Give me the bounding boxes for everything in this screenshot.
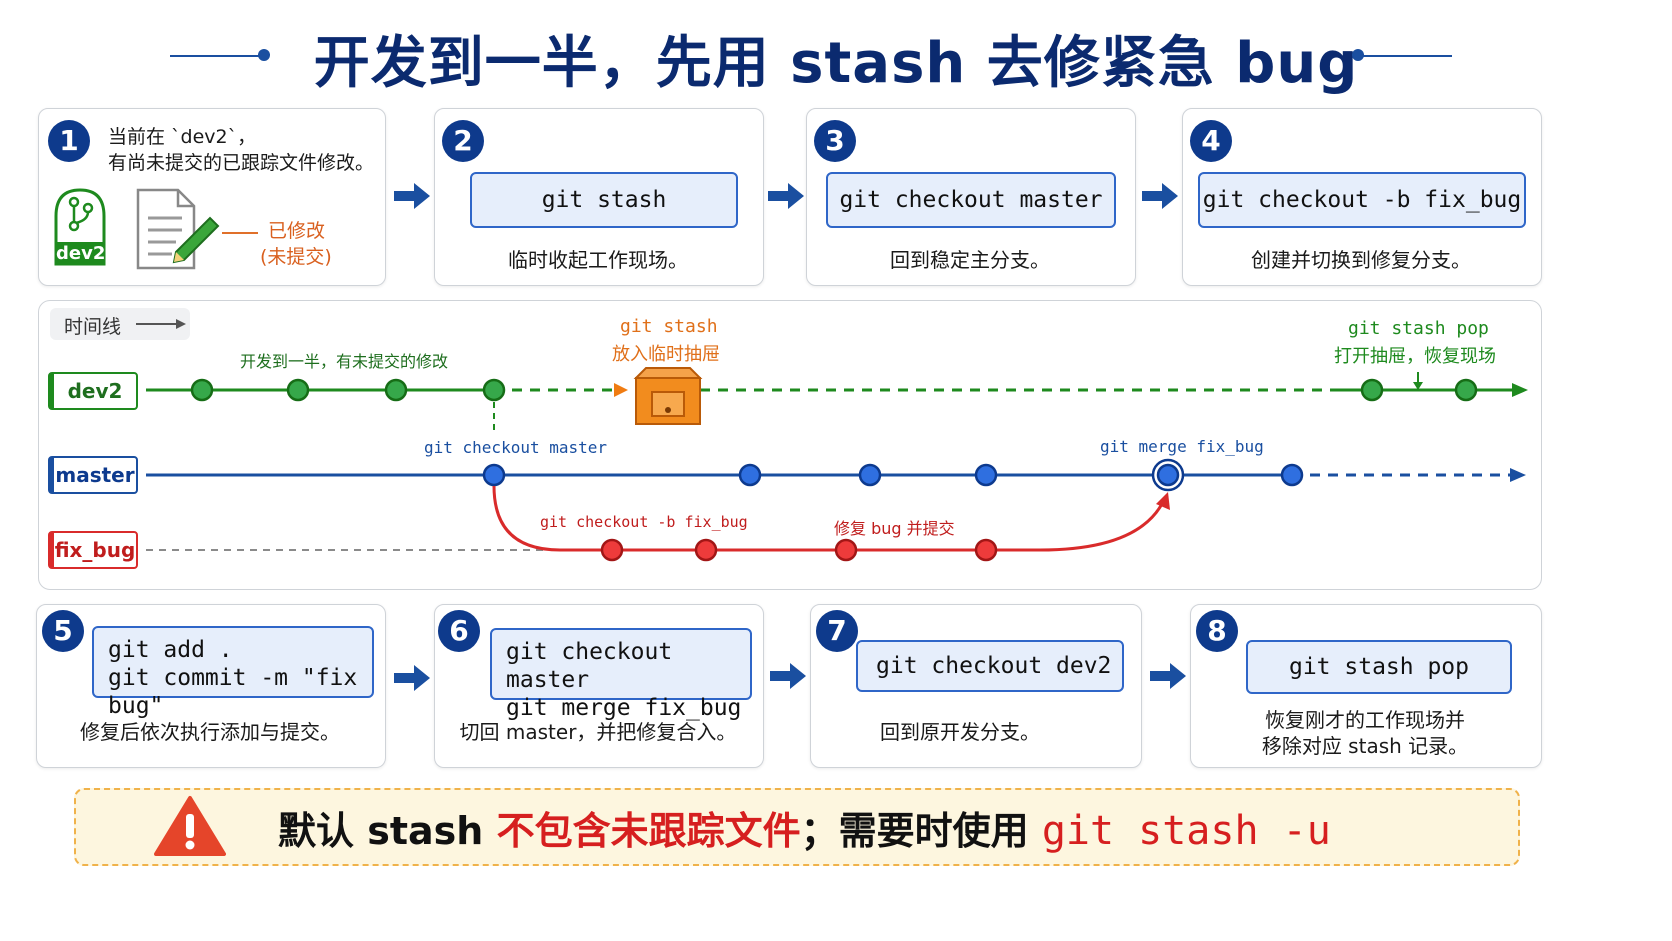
annotation-stash-cmd: git stash (620, 316, 718, 337)
step-1-badge: 1 (48, 120, 90, 162)
title-left-dot (258, 49, 270, 61)
step-8-description-2: 移除对应 stash 记录。 (1261, 734, 1469, 758)
fix-commit (600, 538, 624, 562)
step-2-badge: 2 (442, 120, 484, 162)
annotation-fix-commit: 修复 bug 并提交 (834, 519, 955, 538)
step-1-line2: 有尚未提交的已跟踪文件修改。 (108, 152, 375, 174)
step-7-description: 回到原开发分支。 (880, 720, 1040, 744)
step-8-command: git stash pop (1246, 640, 1512, 694)
step-5-command-box: git add . git commit -m "fix bug" (92, 626, 374, 719)
dev2-commit (1360, 378, 1384, 402)
annotation-dev2-half: 开发到一半，有未提交的修改 (240, 352, 449, 371)
legend-arrow-icon (136, 319, 186, 329)
branch-label-fix-bug: fix_bug (48, 531, 138, 569)
warning-text: 默认 stash 不包含未跟踪文件；需要时使用 git stash -u (278, 800, 1331, 855)
master-commit (482, 463, 506, 487)
uncommitted-label: (未提交) (260, 246, 332, 268)
modified-label: 已修改 (268, 220, 326, 242)
stash-drawer-icon (633, 367, 703, 425)
step-6-description: 切回 master，并把修复合入。 (459, 720, 737, 744)
branch-icon-label: dev2 (56, 243, 106, 264)
arrow-icon (394, 665, 430, 691)
warning-icon (154, 796, 226, 856)
master-commit (1280, 463, 1304, 487)
dev2-commit (190, 378, 214, 402)
dev2-commit (286, 378, 310, 402)
warning-command: git stash -u (1041, 808, 1331, 854)
step-5-badge: 5 (42, 610, 84, 652)
branch-label-master: master (48, 456, 138, 494)
annotation-checkout-fix: git checkout -b fix_bug (540, 513, 748, 531)
dev2-commit (1454, 378, 1478, 402)
step-6-command-2: git merge fix_bug (506, 695, 742, 721)
step-8-badge: 8 (1196, 610, 1238, 652)
step-4-command: git checkout -b fix_bug (1198, 172, 1526, 228)
master-commit (858, 463, 882, 487)
dev2-commit (482, 378, 506, 402)
annotation-stash-desc: 放入临时抽屉 (612, 344, 720, 365)
step-2-command: git stash (470, 172, 738, 228)
step-7-badge: 7 (816, 610, 858, 652)
step-4-badge: 4 (1190, 120, 1232, 162)
document-edit-icon (136, 188, 220, 270)
warning-part1: 默认 stash (278, 809, 497, 853)
annotation-pop-desc: 打开抽屉，恢复现场 (1334, 346, 1496, 367)
arrow-icon (768, 183, 804, 209)
fix-commit (974, 538, 998, 562)
annotation-merge: git merge fix_bug (1100, 437, 1264, 456)
dev2-commit (384, 378, 408, 402)
arrow-icon (1142, 183, 1178, 209)
master-commit (974, 463, 998, 487)
warning-banner (74, 788, 1520, 866)
title-left-line (170, 55, 260, 57)
arrow-icon (394, 183, 430, 209)
step-5-description: 修复后依次执行添加与提交。 (80, 720, 340, 744)
step-7-command: git checkout dev2 (856, 640, 1124, 692)
step-8-description-1: 恢复刚才的工作现场并 (1265, 708, 1465, 732)
branch-icon (54, 188, 106, 266)
annotation-checkout-master: git checkout master (424, 438, 608, 457)
fix-commit (834, 538, 858, 562)
step-2-description: 临时收起工作现场。 (508, 248, 688, 272)
step-6-badge: 6 (438, 610, 480, 652)
step-6-command-1: git checkout master (506, 639, 673, 693)
master-commit (738, 463, 762, 487)
step-6-command-box: git checkout master git merge fix_bug (490, 628, 752, 721)
step-5-command-1: git add . (108, 637, 233, 663)
title-right-dot (1352, 49, 1364, 61)
warning-part3: ；需要时使用 (800, 809, 1042, 853)
modified-connector (222, 232, 258, 234)
annotation-pop-cmd: git stash pop (1348, 318, 1489, 339)
step-5-command-2: git commit -m "fix bug" (108, 665, 358, 719)
title-right-line (1362, 55, 1452, 57)
fix-commit (694, 538, 718, 562)
timeline-panel (38, 300, 1542, 590)
timeline-legend: 时间线 (64, 316, 122, 338)
arrow-icon (770, 663, 806, 689)
step-4-description: 创建并切换到修复分支。 (1251, 248, 1471, 272)
branch-label-dev2: dev2 (48, 372, 138, 410)
step-3-command: git checkout master (826, 172, 1116, 228)
step-3-badge: 3 (814, 120, 856, 162)
step-1-line1: 当前在 `dev2`， (108, 126, 257, 148)
arrow-icon (1150, 663, 1186, 689)
page-title: 开发到一半，先用 stash 去修紧急 bug (313, 31, 1359, 96)
warning-part2: 不包含未跟踪文件 (496, 809, 801, 853)
step-3-description: 回到稳定主分支。 (890, 248, 1050, 272)
